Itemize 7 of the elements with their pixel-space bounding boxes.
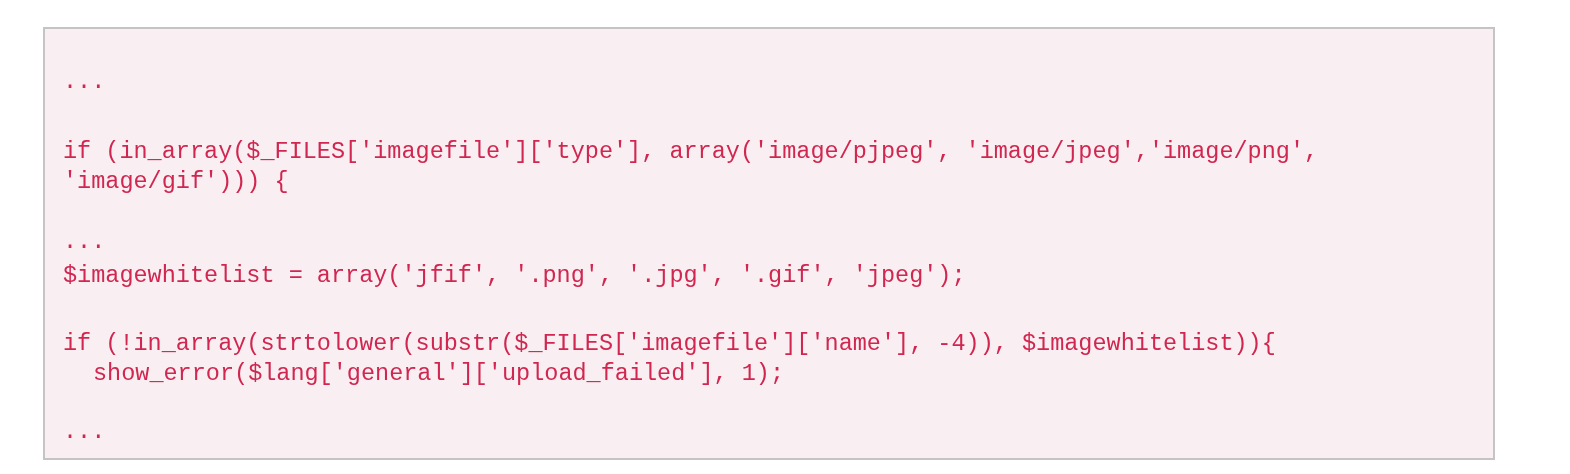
code-line: ... (63, 227, 107, 257)
code-line: if (!in_array(strtolower(substr($_FILES['imagefile']['name'], -4)), $imagewhitelist)){ (63, 329, 1277, 359)
code-line: ... (63, 67, 107, 97)
code-line: $imagewhitelist = array('jfif', '.png', '.jpg', '.gif', 'jpeg'); (63, 261, 967, 291)
code-line: ... (63, 417, 107, 447)
code-line: show_error($lang['general']['upload_failed'], 1); (93, 359, 785, 389)
code-line: if (in_array($_FILES['imagefile']['type'], array('image/pjpeg', 'image/jpeg','image/png', 'image/gif'))) { (63, 137, 1320, 197)
